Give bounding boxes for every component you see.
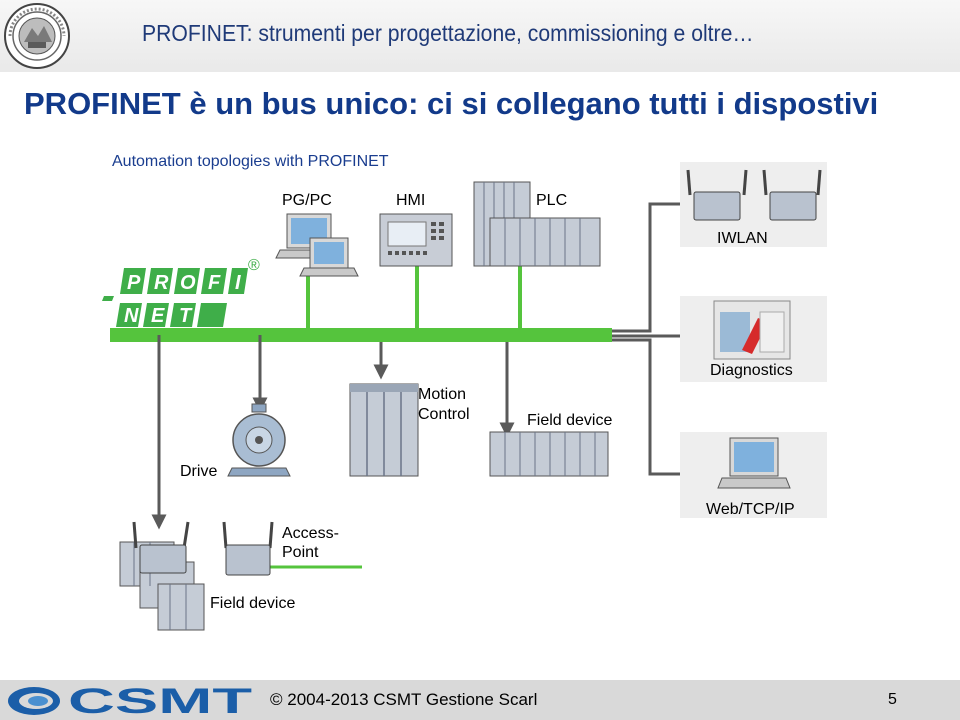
access-point-icon — [686, 169, 822, 221]
cable-iwlan — [612, 202, 680, 333]
label-motion-line2: Control — [418, 406, 470, 423]
profinet-logo-registered: ® — [248, 257, 260, 274]
slide-header: PROFINET: strumenti per progettazione, c… — [0, 0, 960, 72]
logo-letter-o: O — [180, 272, 196, 294]
field-device-io-icon — [489, 431, 609, 477]
profinet-logo-top-row — [120, 268, 248, 294]
label-field-device-left: Field device — [210, 595, 295, 612]
label-access-line2: Point — [282, 544, 319, 561]
diagnostics-panel — [680, 296, 827, 382]
label-web: Web/TCP/IP — [706, 501, 795, 518]
profinet-topology-diagram: Automation topologies with PROFINET P R … — [102, 153, 827, 631]
left-field-device-icon — [119, 521, 205, 631]
csmt-logo: CSMT — [0, 680, 262, 720]
access-point-small-icon — [222, 521, 274, 576]
label-plc: PLC — [536, 192, 567, 209]
cable-web — [612, 338, 680, 476]
plc-rack-icon — [473, 181, 601, 267]
label-access-line1: Access- — [282, 525, 339, 542]
bus-drops — [151, 335, 515, 530]
label-diagnostics: Diagnostics — [710, 362, 793, 379]
logo-letter-n: N — [124, 305, 139, 327]
logo-letter-f: F — [208, 272, 221, 294]
profinet-bus — [110, 266, 612, 569]
label-pgpc: PG/PC — [282, 192, 332, 209]
logo-letter-p: P — [127, 272, 141, 294]
header-title: PROFINET: strumenti per progettazione, c… — [142, 20, 754, 46]
iwlan-panel — [680, 162, 827, 247]
university-seal-icon — [4, 3, 70, 69]
label-hmi: HMI — [396, 192, 425, 209]
csmt-swirl-icon — [8, 687, 60, 715]
slide-footer: CSMT © 2004-2013 CSMT Gestione Scarl 5 — [0, 680, 960, 720]
footer-copyright: © 2004-2013 CSMT Gestione Scarl — [270, 690, 538, 709]
profinet-logo: P R O F I N E T ® — [102, 257, 260, 327]
label-drive: Drive — [180, 463, 217, 480]
web-pc-icon — [717, 437, 791, 489]
label-iwlan: IWLAN — [717, 230, 768, 247]
page-number: 5 — [888, 691, 897, 708]
logo-letter-i: I — [235, 272, 241, 294]
label-field-device-right: Field device — [527, 412, 612, 429]
bus-main — [110, 328, 612, 342]
hmi-panel-icon — [379, 213, 453, 267]
web-panel — [680, 432, 827, 518]
csmt-logo-text: CSMT — [68, 682, 252, 720]
profinet-logo-bottom-row — [102, 296, 227, 327]
diagram-heading: Automation topologies with PROFINET — [112, 153, 389, 170]
label-motion-line1: Motion — [418, 386, 466, 403]
pgpc-laptop-icon — [275, 213, 359, 277]
logo-letter-t: T — [179, 305, 193, 327]
logo-letter-e: E — [151, 305, 165, 327]
right-cables — [612, 202, 680, 476]
header-background — [0, 0, 960, 72]
slide-title: PROFINET è un bus unico: ci si collegano… — [24, 86, 879, 121]
logo-letter-r: R — [154, 272, 169, 294]
drive-motor-icon — [227, 403, 291, 477]
motion-control-icon — [349, 383, 419, 477]
